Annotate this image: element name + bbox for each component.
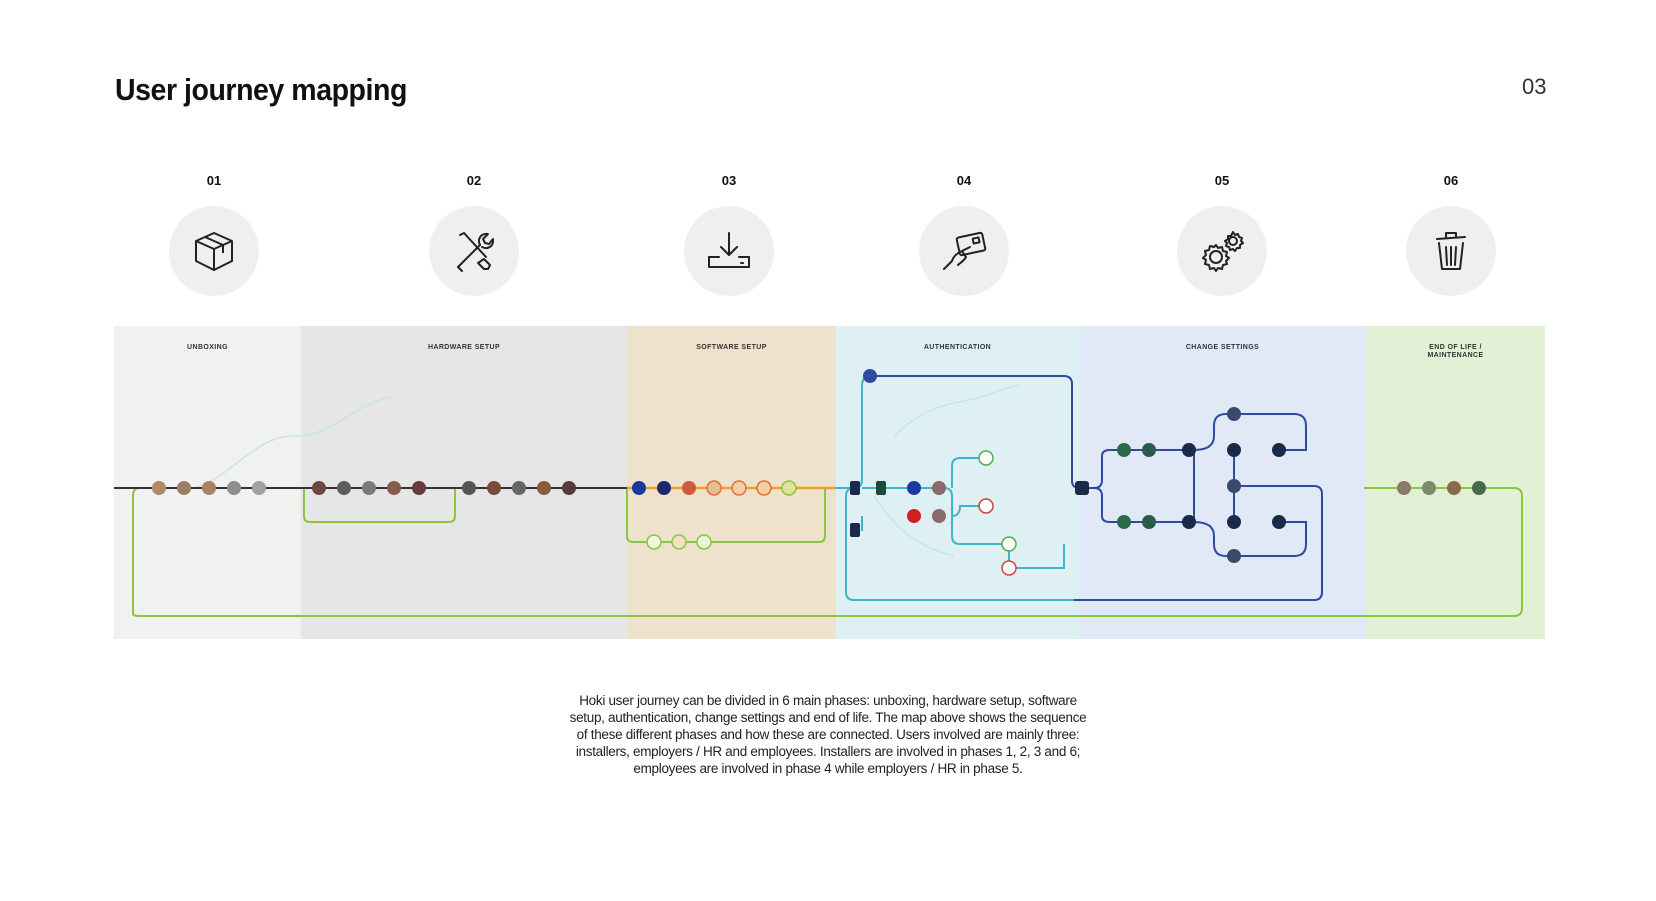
node [1272, 515, 1286, 529]
node [850, 481, 860, 495]
gears-icon [1202, 231, 1244, 272]
node [1142, 443, 1156, 457]
node [1117, 443, 1131, 457]
band-label-change-settings: CHANGE SETTINGS [1185, 344, 1260, 351]
node [337, 481, 351, 495]
band-label-authentication: AUTHENTICATION [923, 344, 992, 351]
node [1472, 481, 1486, 495]
node [1182, 443, 1196, 457]
node [412, 481, 426, 495]
box-icon [195, 232, 233, 271]
node [462, 481, 476, 495]
phase-number-2: 02 [466, 173, 482, 188]
node [632, 481, 646, 495]
node [1447, 481, 1461, 495]
node [1272, 443, 1286, 457]
band-label-unboxing: UNBOXING [187, 344, 228, 351]
node [1227, 407, 1241, 421]
node [1227, 443, 1241, 457]
phase-icon-3 [684, 206, 774, 296]
node [706, 480, 722, 496]
trash-icon [1436, 232, 1466, 270]
node [487, 481, 501, 495]
node [362, 481, 376, 495]
node [682, 481, 696, 495]
node [312, 481, 326, 495]
node [657, 481, 671, 495]
journey-paths [114, 369, 1523, 617]
node [512, 481, 526, 495]
node [850, 523, 860, 537]
node [907, 509, 921, 523]
green-loop [114, 487, 1523, 617]
unboxing-nodes [152, 481, 266, 495]
node [978, 498, 994, 514]
node [646, 534, 662, 550]
node [1075, 481, 1089, 495]
node [907, 481, 921, 495]
node [1117, 515, 1131, 529]
node [152, 481, 166, 495]
band-change-settings: CHANGE SETTINGS [1079, 326, 1366, 639]
node [1227, 549, 1241, 563]
journey-map: UNBOXING HARDWARE SETUP SOFTWARE SETUP A… [114, 326, 1545, 639]
node [537, 481, 551, 495]
node [1227, 479, 1241, 493]
teal-network [836, 375, 1074, 601]
band-label-hardware-setup: HARDWARE SETUP [427, 344, 501, 351]
settings-nodes [1075, 407, 1286, 563]
phase-number-4: 04 [956, 173, 972, 188]
node [1422, 481, 1436, 495]
band-label-software-setup: SOFTWARE SETUP [696, 344, 767, 351]
node [731, 480, 747, 496]
node [671, 534, 687, 550]
phase-number-5: 05 [1214, 173, 1230, 188]
node [932, 509, 946, 523]
band-label-end-of-life: END OF LIFE / MAINTENANCE [1427, 344, 1484, 359]
node [1001, 536, 1017, 552]
node [1397, 481, 1411, 495]
phase-icon-6 [1406, 206, 1496, 296]
node [932, 481, 946, 495]
hardware-nodes [312, 481, 576, 495]
node [756, 480, 772, 496]
node [227, 481, 241, 495]
end-of-life-nodes [1397, 481, 1486, 495]
tools-icon [457, 232, 495, 272]
phase-icon-2 [429, 206, 519, 296]
node [387, 481, 401, 495]
software-nodes [632, 480, 797, 550]
download-drive-icon [708, 232, 750, 268]
hand-card-icon [943, 231, 987, 270]
phase-icon-4 [919, 206, 1009, 296]
authentication-nodes [850, 369, 1017, 576]
phase-number-1: 01 [206, 173, 222, 188]
node [696, 534, 712, 550]
faded-network [193, 385, 1020, 557]
node [781, 480, 797, 496]
node [202, 481, 216, 495]
node [252, 481, 266, 495]
node [562, 481, 576, 495]
page-title: User journey mapping [115, 72, 407, 107]
phase-icon-5 [1177, 206, 1267, 296]
phase-number-3: 03 [721, 173, 737, 188]
node [1142, 515, 1156, 529]
phase-number-6: 06 [1443, 173, 1459, 188]
caption: Hoki user journey can be divided in 6 ma… [569, 693, 1087, 776]
node [1227, 515, 1241, 529]
band-unboxing: UNBOXING [114, 326, 301, 639]
page-number: 03 [1522, 74, 1547, 99]
node [978, 450, 994, 466]
node [863, 369, 877, 383]
node [177, 481, 191, 495]
node [1182, 515, 1196, 529]
node [1001, 560, 1017, 576]
phase-icon-1 [169, 206, 259, 296]
node [876, 481, 886, 495]
